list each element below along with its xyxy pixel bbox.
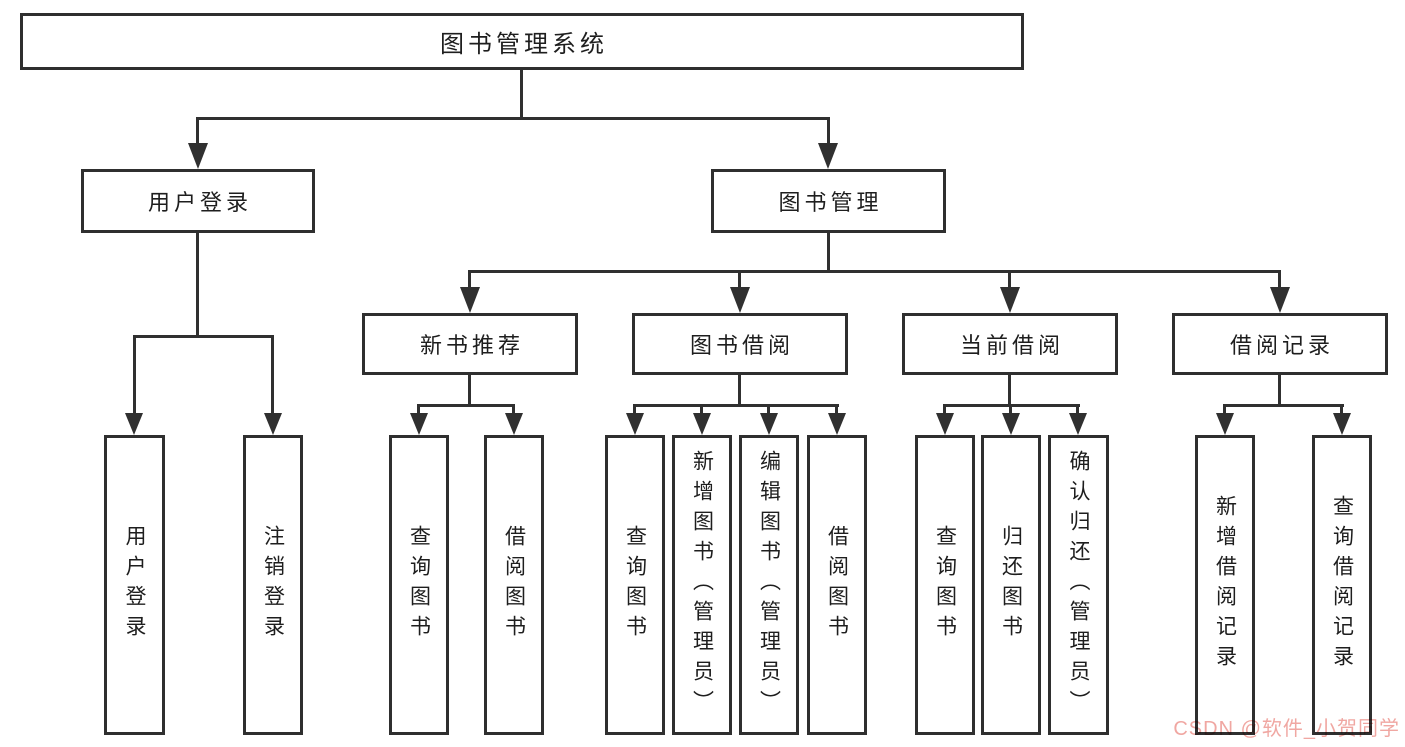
leaf-label: 查询借阅记录 (1330, 495, 1354, 675)
leaf-return-books: 归还图书 (981, 435, 1041, 735)
connector-line (1076, 404, 1079, 414)
leaf-label: 归还图书 (999, 525, 1023, 645)
connector-line (1223, 404, 1344, 407)
arrow-down-icon (188, 143, 208, 169)
leaf-user-login: 用户登录 (104, 435, 165, 735)
leaf-query-books-2: 查询图书 (605, 435, 665, 735)
connector-line (827, 233, 830, 270)
connector-line (468, 270, 1281, 273)
connector-line (943, 404, 946, 414)
leaf-edit-books-admin: 编辑图书（管理员） (739, 435, 799, 735)
connector-line (1278, 375, 1281, 405)
arrow-down-icon (828, 413, 846, 435)
leaf-label: 查询图书 (407, 525, 431, 645)
leaf-label: 查询图书 (623, 525, 647, 645)
leaf-query-books-1: 查询图书 (389, 435, 449, 735)
connector-line (196, 117, 199, 145)
connector-line (827, 117, 830, 145)
arrow-down-icon (460, 287, 480, 313)
arrow-down-icon (125, 413, 143, 435)
leaf-borrow-books-2: 借阅图书 (807, 435, 867, 735)
node-label: 图书管理 (778, 190, 883, 215)
connector-line (196, 117, 830, 120)
leaf-label: 借阅图书 (502, 525, 526, 645)
arrow-down-icon (730, 287, 750, 313)
connector-line (271, 335, 274, 415)
leaf-logout: 注销登录 (243, 435, 303, 735)
node-label: 新书推荐 (419, 333, 524, 358)
csdn-watermark: CSDN @软件_小贺同学 (1173, 718, 1400, 740)
leaf-label: 查询图书 (933, 525, 957, 645)
leaf-label: 新增借阅记录 (1213, 495, 1237, 675)
connector-line (196, 233, 199, 335)
leaf-label: 注销登录 (261, 525, 285, 645)
connector-line (1008, 375, 1011, 405)
node-label: 图书借阅 (689, 333, 794, 358)
connector-line (633, 404, 839, 407)
connector-line (1008, 270, 1011, 290)
leaf-confirm-return-admin: 确认归还（管理员） (1048, 435, 1109, 735)
connector-line (468, 270, 471, 290)
leaf-query-borrow-record: 查询借阅记录 (1312, 435, 1372, 735)
connector-line (133, 335, 136, 415)
leaf-borrow-books-1: 借阅图书 (484, 435, 544, 735)
arrow-down-icon (818, 143, 838, 169)
node-current-borrow: 当前借阅 (902, 313, 1118, 375)
node-label: 用户登录 (147, 190, 252, 215)
connector-line (520, 70, 523, 117)
connector-line (738, 270, 741, 290)
leaf-add-borrow-record: 新增借阅记录 (1195, 435, 1255, 735)
leaf-label: 新增图书（管理员） (690, 450, 714, 720)
arrow-down-icon (1000, 287, 1020, 313)
node-book-borrow: 图书借阅 (632, 313, 848, 375)
leaf-add-books-admin: 新增图书（管理员） (672, 435, 732, 735)
node-root: 图书管理系统 (20, 13, 1024, 70)
arrow-down-icon (693, 413, 711, 435)
connector-line (1223, 404, 1226, 414)
node-label: 当前借阅 (959, 333, 1064, 358)
connector-line (417, 404, 515, 407)
arrow-down-icon (1270, 287, 1290, 313)
arrow-down-icon (1333, 413, 1351, 435)
arrow-down-icon (936, 413, 954, 435)
leaf-label: 确认归还（管理员） (1067, 450, 1090, 720)
connector-line (767, 404, 770, 414)
connector-line (512, 404, 515, 414)
node-label: 借阅记录 (1229, 333, 1334, 358)
node-borrow-records: 借阅记录 (1172, 313, 1388, 375)
node-book-management-branch: 图书管理 (711, 169, 946, 233)
connector-line (468, 375, 471, 405)
node-new-book-recommend: 新书推荐 (362, 313, 578, 375)
leaf-label: 编辑图书（管理员） (757, 450, 781, 720)
arrow-down-icon (760, 413, 778, 435)
connector-line (1340, 404, 1343, 414)
connector-line (700, 404, 703, 414)
leaf-label: 用户登录 (123, 525, 146, 645)
connector-line (1009, 404, 1012, 414)
arrow-down-icon (1216, 413, 1234, 435)
leaf-query-books-3: 查询图书 (915, 435, 975, 735)
arrow-down-icon (264, 413, 282, 435)
connector-line (133, 335, 274, 338)
arrow-down-icon (1002, 413, 1020, 435)
connector-line (633, 404, 636, 414)
arrow-down-icon (626, 413, 644, 435)
connector-line (1278, 270, 1281, 290)
leaf-label: 借阅图书 (825, 525, 849, 645)
arrow-down-icon (410, 413, 428, 435)
node-root-label: 图书管理系统 (440, 31, 608, 58)
connector-line (417, 404, 420, 414)
connector-line (835, 404, 838, 414)
arrow-down-icon (1069, 413, 1087, 435)
connector-line (738, 375, 741, 405)
node-user-login-branch: 用户登录 (81, 169, 315, 233)
arrow-down-icon (505, 413, 523, 435)
